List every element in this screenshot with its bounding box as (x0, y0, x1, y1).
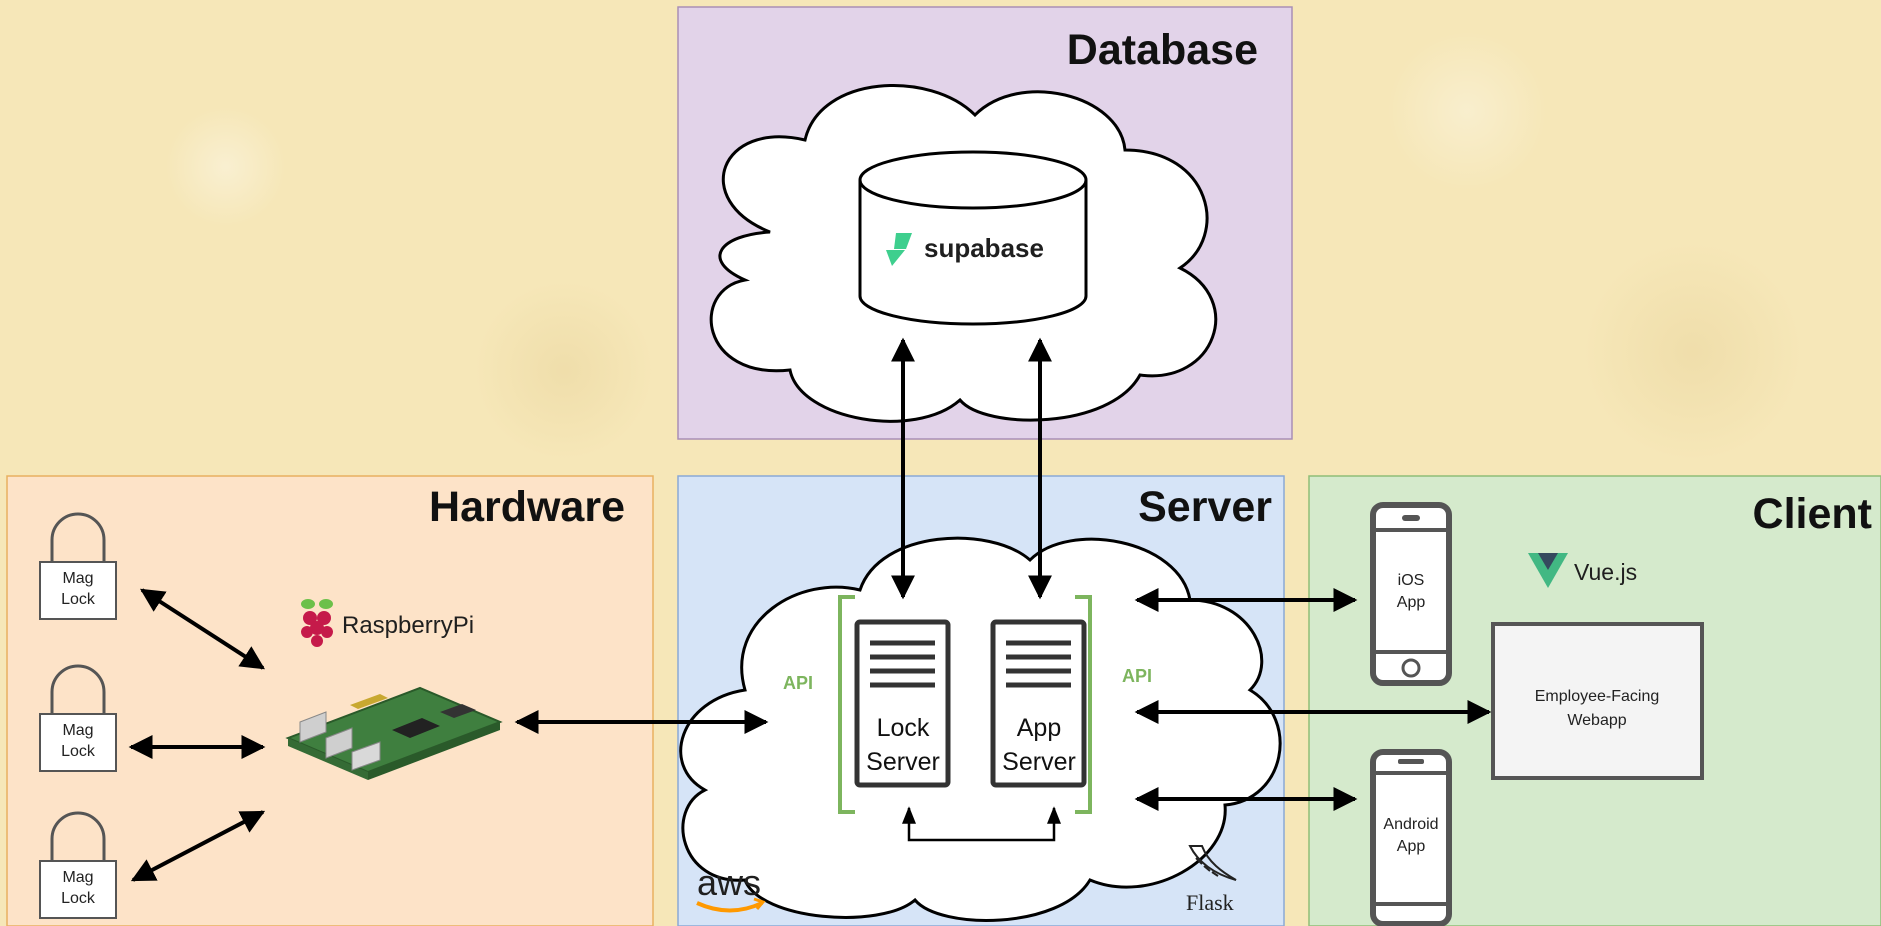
mag-lock-1: Mag Lock (39, 512, 117, 620)
database-cylinder (858, 150, 1088, 326)
mag-lock-2-line2: Lock (61, 743, 96, 760)
vue-icon (1528, 553, 1568, 588)
ios-app-node: iOS App (1370, 502, 1452, 686)
flask-logo: Flask (1186, 845, 1237, 915)
padlock-shackle-icon (50, 811, 106, 861)
lock-server-node: Lock Server (854, 619, 951, 788)
api-bracket-left: API (783, 595, 855, 814)
ios-app-label-line1: iOS (1398, 572, 1425, 589)
lock-server-label-line2: Server (866, 748, 940, 776)
aws-logo: aws (696, 862, 766, 913)
edge-maglock3-raspberrypi (130, 810, 266, 882)
server-rack-icon (1006, 640, 1071, 688)
mag-lock-3: Mag Lock (39, 811, 117, 919)
raspberry-icon (301, 599, 333, 647)
webapp-label-line2: Webapp (1567, 712, 1626, 729)
hardware-panel-title: Hardware (429, 483, 625, 531)
android-app-label-line1: Android (1383, 816, 1438, 833)
api-bracket-right: API (1075, 595, 1152, 814)
usb-port-icon (299, 711, 381, 771)
vuejs-logo: Vue.js (1528, 553, 1637, 588)
padlock-shackle-icon (50, 512, 106, 562)
mag-lock-2: Mag Lock (39, 664, 117, 772)
flask-wordmark: Flask (1186, 890, 1234, 915)
android-phone-icon (1370, 749, 1452, 926)
mag-lock-1-line2: Lock (61, 591, 96, 608)
app-server-label-line2: Server (1002, 748, 1076, 776)
api-left-label: API (783, 673, 813, 693)
iphone-icon (1370, 502, 1452, 686)
aws-smile-icon (696, 901, 763, 913)
mag-lock-3-line2: Lock (61, 890, 96, 907)
mag-lock-1-line1: Mag (62, 570, 93, 587)
hardware-panel: Hardware (6, 475, 654, 926)
webapp-label-line1: Employee-Facing (1535, 688, 1660, 705)
raspberrypi-wordmark: RaspberryPi (342, 612, 474, 639)
server-panel-title: Server (1138, 483, 1272, 531)
app-server-label-line1: App (1017, 714, 1061, 742)
database-panel-title: Database (1067, 26, 1258, 74)
mag-lock-3-line1: Mag (62, 869, 93, 886)
api-right-label: API (1122, 666, 1152, 686)
raspberrypi-logo: RaspberryPi (301, 599, 474, 647)
raspberrypi-board (285, 686, 503, 780)
flask-horn-icon (1188, 845, 1237, 881)
app-server-node: App Server (990, 619, 1087, 788)
connectors (128, 337, 1492, 882)
mag-lock-2-line1: Mag (62, 722, 93, 739)
supabase-wordmark: supabase (924, 233, 1044, 263)
android-app-node: Android App (1370, 749, 1452, 926)
webapp-node: Employee-Facing Webapp (1491, 622, 1704, 780)
ios-app-label-line2: App (1397, 594, 1426, 611)
supabase-logo: supabase (886, 233, 1044, 266)
supabase-bolt-icon (886, 233, 912, 266)
server-rack-icon (870, 640, 935, 688)
aws-wordmark: aws (697, 862, 761, 903)
edge-lock-server-app-server (902, 806, 1061, 842)
edge-maglock1-raspberrypi (139, 588, 266, 670)
lock-server-label-line1: Lock (877, 714, 930, 742)
client-panel-title: Client (1753, 490, 1872, 538)
android-app-label-line2: App (1397, 838, 1426, 855)
vuejs-wordmark: Vue.js (1574, 559, 1637, 585)
padlock-shackle-icon (50, 664, 106, 714)
